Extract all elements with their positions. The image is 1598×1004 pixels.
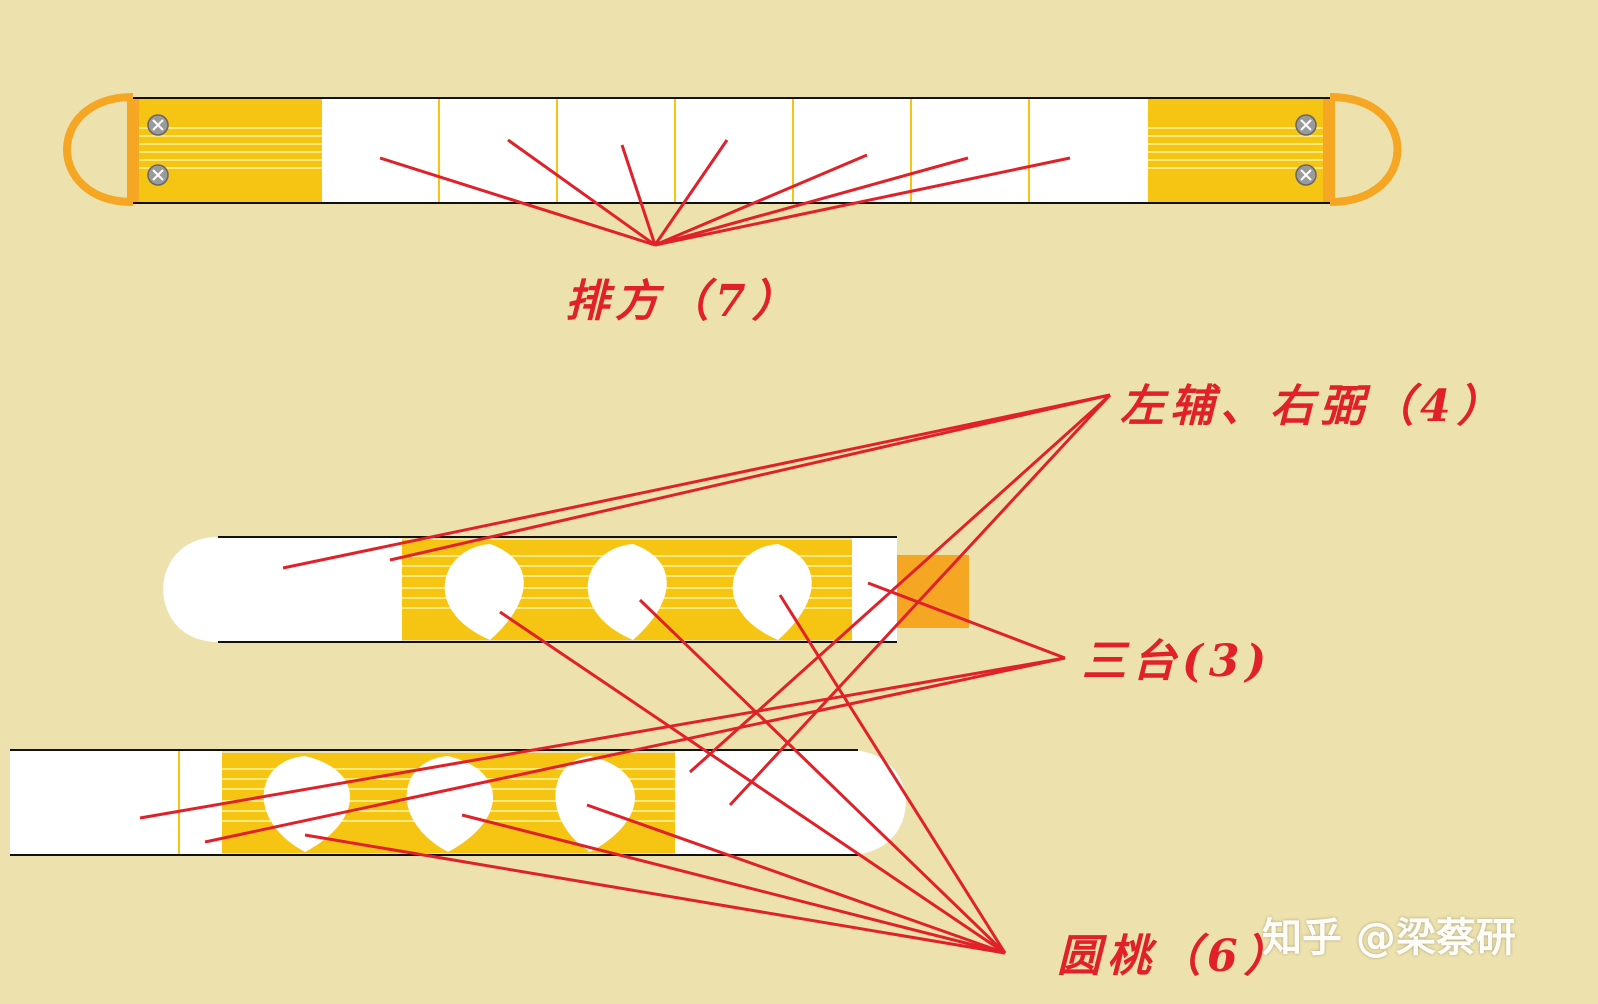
paifang-plaque [1030, 99, 1148, 203]
paifang-plaque [558, 99, 674, 203]
paifang-plaque [322, 99, 438, 203]
screw-icon [147, 114, 169, 136]
paifang-plaque [794, 99, 910, 203]
right-buckle-loop [1329, 93, 1402, 206]
left-buckle-loop [63, 93, 134, 206]
paifang-plaque [440, 99, 556, 203]
paifang-label: 排方（7） [565, 276, 802, 327]
yuantao-label: 圆桃（6） [1057, 931, 1294, 982]
watermark: 知乎 @梁蔡研 [1262, 915, 1516, 961]
screw-icon [1295, 164, 1317, 186]
middle-belt [163, 536, 969, 643]
bottom-belt-rounded-end [709, 750, 906, 855]
bottom-belt-left-end [10, 750, 178, 855]
paifang-plaques [322, 99, 1148, 203]
zuofu-youbi-leaders [282, 393, 1112, 807]
yuantao-plaque [263, 756, 350, 852]
paifang-leaders [379, 138, 1071, 247]
zuofu-youbi-label: 左辅、右弼（4） [1120, 381, 1507, 432]
yuantao-plaque [555, 756, 635, 852]
bottom-belt [10, 749, 906, 856]
santai-label: 三台(3) [1082, 636, 1273, 687]
top-belt [63, 93, 1402, 206]
yuantao-leaders [304, 594, 1007, 955]
leader-lines [139, 138, 1112, 955]
santai-plaque [852, 537, 897, 642]
screw-icon [1295, 114, 1317, 136]
middle-belt-rounded-tail [163, 537, 370, 642]
yuantao-plaque [406, 756, 493, 852]
santai-leaders [139, 581, 1066, 844]
screw-icon [147, 164, 169, 186]
yuantao-plaque [587, 544, 667, 640]
